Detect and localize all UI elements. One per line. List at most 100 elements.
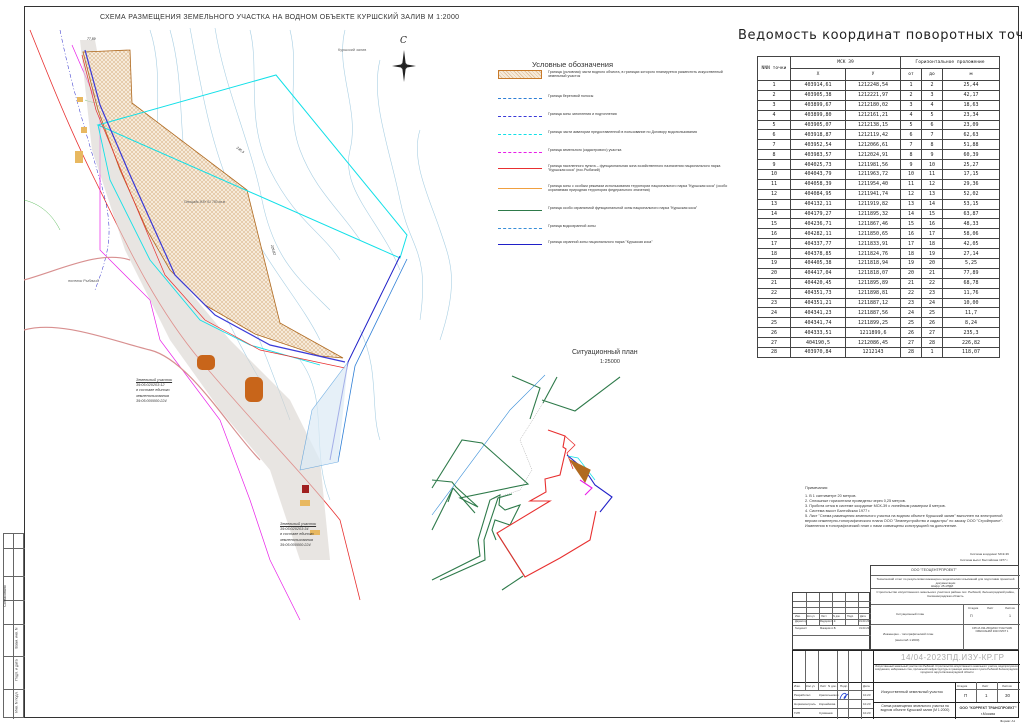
cell-point-num: 20 [757,267,791,279]
cell-coord-y: 1211981,56 [845,159,901,171]
sign-date: 10.23 [863,702,871,706]
cell-coord-x: 404025,73 [790,159,846,171]
legend-dashed-line-icon [498,228,542,229]
north-label: С [400,36,407,46]
legend-label: Граница части акватории предоставленной … [548,130,697,134]
cell-coord-y: 1211899,25 [845,317,901,329]
col-label: Кол.уч [806,684,815,688]
cell-to: 26 [921,317,943,329]
cell-coord-x: 403899,67 [790,99,846,111]
channel [299,255,408,471]
cell-to: 3 [921,89,943,101]
project-name: Искусственный земельный участок пос.Рыба… [875,665,1020,675]
legend-label: Граница особо охраняемой функциональной … [548,206,698,210]
col-label: N док. [833,615,841,618]
cell-point-num: 4 [757,109,791,121]
cell-to: 27 [921,327,943,339]
sheets-header: Листов [1002,684,1012,688]
cell-from: 21 [900,277,922,289]
stage-value: П [964,693,968,698]
sign-name: Корнейкова [819,702,836,706]
cell-point-num: 13 [757,198,791,210]
cell-distance: 52,02 [942,188,1000,200]
cell-from: 5 [900,119,922,131]
legend-dashdot-line-icon [498,152,542,153]
situation-plan [431,374,621,591]
cell-coord-x: 403918,87 [790,129,846,141]
sheet-header: Лист [982,684,989,688]
cell-to: 5 [921,109,943,121]
legend-item: Граница населенного пункта – функциональ… [498,164,728,180]
cell-from: 8 [900,149,922,161]
parcel-label: Земельный участок [136,378,173,382]
cell-distance: 42,17 [942,89,1000,101]
cell-point-num: 12 [757,188,791,200]
col-label: Дата [863,684,870,688]
cell-coord-x: 404179,27 [790,208,846,220]
legend-label: Граница водоохранной зоны [548,224,596,228]
cell-point-num: 18 [757,248,791,260]
cell-coord-x: 404190,5 [790,337,846,349]
cell-distance: 63,87 [942,208,1000,220]
cell-distance: 5,25 [942,258,1000,269]
legend-item: Граница охранной зоны национального парк… [498,240,728,256]
sheet-name: Схема размещения земельного участка на в… [880,704,950,713]
cell-distance: 11,76 [942,287,1000,299]
cell-coord-x: 403905,07 [790,119,846,131]
cell-from: 9 [900,159,922,171]
north-arrow-icon [392,50,416,82]
legend-item: Граница зоны с особым режимом использова… [498,184,728,200]
sign-name: Федоров С.К. [820,620,837,623]
col-label: Подп. [847,615,854,618]
doc-code: 14/04-2023ПД.ИЗУ-КР.ГР [901,653,1005,662]
cell-distance: 17,15 [942,169,1000,180]
col-header-x: X [790,68,846,81]
object-name: Искусственный земельный участок [881,690,943,694]
survey-org: ООО "ГЕОЦЕНТРПРОЕКТ" [911,568,957,572]
legend-dashdot-line-icon [498,116,542,117]
survey-sheets-h: Листов [1005,606,1015,610]
main-title: СХЕМА РАЗМЕЩЕНИЯ ЗЕМЕЛЬНОГО УЧАСТКА НА В… [100,14,460,21]
col-label: Изм. [794,684,801,688]
legend-item: Граница береговой полосы [498,94,728,110]
cell-to: 11 [921,169,943,180]
sign-role: Директор [795,620,807,623]
coord-system-note: Система координат МСК-39 [970,552,1009,556]
cell-coord-x: 404417,04 [790,267,846,279]
cell-coord-x: 404333,51 [790,327,846,339]
col-header-num: NNN точки [757,56,791,81]
cell-coord-y: 1211818,07 [845,267,901,279]
sign-role: Разработал [794,693,811,697]
cell-distance: 48,33 [942,218,1000,230]
col-label: Дата [860,615,866,618]
legend-label: Граница земельного (кадастрового) участк… [548,148,622,152]
survey-report: Технический отчет по результатам инженер… [876,577,1015,585]
cell-from: 20 [900,267,922,279]
note-item: 1. В 1 сантиметре 20 метров. [805,494,857,498]
coordinates-table: NNN точки МСК 39 Горизонтальное проложен… [757,56,1000,358]
area-label: Площадь ИЗУ 61 750 кв.м [184,200,226,204]
col-header-y: У [845,68,901,81]
cell-to: 13 [921,188,943,200]
cell-distance: 235,3 [942,327,1000,339]
cell-point-num: 15 [757,218,791,230]
cell-from: 16 [900,228,922,240]
legend-dashdot-line-icon [498,134,542,135]
sign-name: Сукманов [819,711,833,715]
cell-from: 6 [900,129,922,141]
sign-name: Красильников [819,693,839,697]
cell-to: 19 [921,248,943,260]
cell-point-num: 23 [757,297,791,309]
legend-solid-line-icon [498,168,542,169]
cell-from: 19 [900,258,922,269]
cell-coord-x: 404043,79 [790,169,846,180]
